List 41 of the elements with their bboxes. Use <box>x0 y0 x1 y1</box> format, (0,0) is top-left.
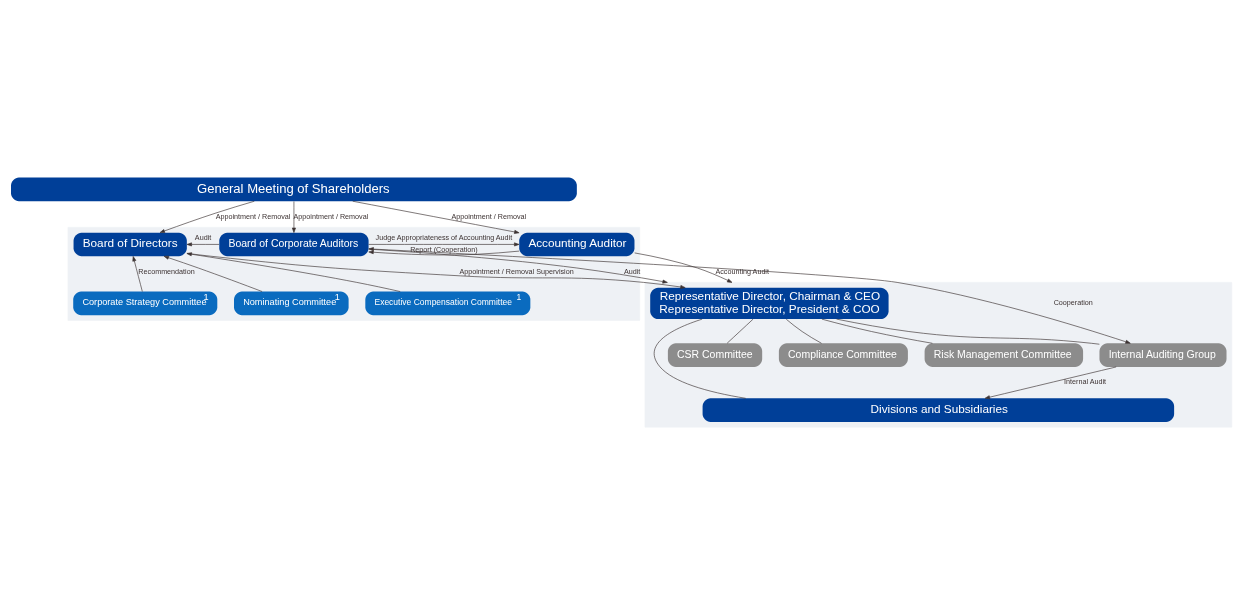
arrow <box>368 242 520 246</box>
edge-label: Cooperation <box>1053 297 1093 307</box>
arrow <box>132 255 143 292</box>
node-box: Divisions and Subsidiaries <box>702 397 1175 422</box>
arrow <box>984 366 1117 399</box>
connector <box>726 318 754 343</box>
arrow <box>368 249 520 255</box>
arrow <box>368 246 1131 344</box>
edge-label: Audit <box>194 232 212 242</box>
edge-label: Appointment / Removal <box>215 211 291 221</box>
edge-label: Report (Cooperation) <box>410 244 478 254</box>
arrow <box>352 200 520 234</box>
node-box: Representative Director, Chairman & CEO Representative Director, President & COO <box>650 287 889 319</box>
connector <box>836 318 1100 345</box>
edge-label: Appointment / Removal Supervision <box>459 266 574 276</box>
arrow <box>186 252 686 289</box>
edge-label: Appointment / Removal <box>451 211 527 221</box>
edge-label: Audit <box>623 266 641 276</box>
node-box: Internal Auditing Group <box>1099 342 1227 367</box>
arrow <box>186 251 401 292</box>
node-box: Risk Management Committee <box>924 342 1084 367</box>
edge-label: Accounting Audit <box>715 266 769 276</box>
arrow <box>292 200 296 233</box>
node-box: Accounting Auditor <box>519 232 635 256</box>
node-box: Compliance Committee <box>778 342 908 367</box>
edge-label: Recommendation <box>138 266 195 276</box>
arrow <box>368 248 668 283</box>
arrow <box>163 255 263 292</box>
connector <box>653 318 746 399</box>
node-box: Board of Corporate Auditors <box>219 232 369 256</box>
arrow <box>186 242 220 246</box>
connector <box>785 318 822 344</box>
connector <box>821 318 933 344</box>
arrow <box>634 252 733 283</box>
node-box: Board of Directors <box>73 232 187 256</box>
node-box: General Meeting of Shareholders <box>11 177 577 201</box>
edge-label: Judge Appropriateness of Accounting Audit <box>375 232 513 242</box>
node-box: CSR Committee <box>667 342 763 367</box>
edge-label: Internal Audit <box>1064 376 1107 386</box>
edge-label: Appointment / Removal <box>293 211 369 221</box>
arrow <box>159 200 255 233</box>
